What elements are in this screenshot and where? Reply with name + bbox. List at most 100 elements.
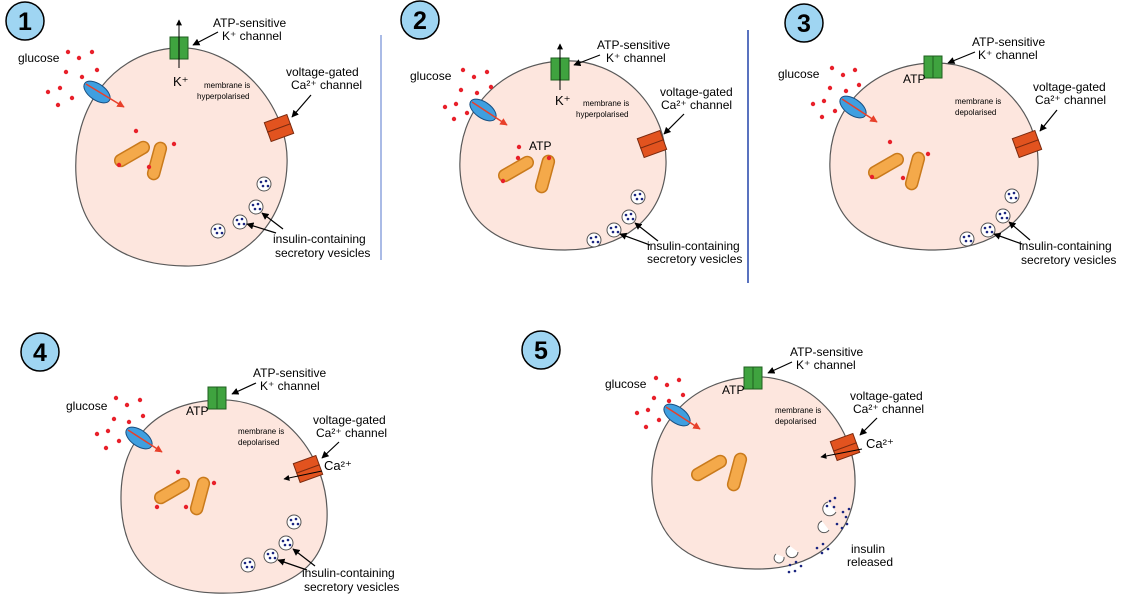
panel-number: 5: [534, 337, 548, 365]
released-insulin-granules: [787, 496, 851, 574]
panel-number: 4: [33, 339, 47, 367]
secretory-vesicles: [959, 188, 1020, 247]
pointer-arrow: [993, 232, 1023, 245]
beta-cell: [829, 62, 1039, 251]
glucose-molecules-inside: [116, 128, 177, 170]
calcium-channel: [263, 113, 295, 143]
atp-label: ATP: [722, 383, 744, 397]
pointer-arrow: [261, 212, 284, 230]
katp-channel-label-line2: K⁺ channel: [260, 379, 320, 393]
secretory-vesicles: [210, 176, 272, 239]
panel-number-badge: [400, 0, 440, 40]
membrane-state-line1: membrane is: [204, 81, 250, 90]
katp-channel-label-line1: ATP-sensitive: [597, 38, 670, 52]
katp-channel: [743, 366, 763, 390]
pointer-arrow: [619, 232, 651, 246]
glucose-transporter: [839, 95, 878, 123]
panel-5: 5 glucose ATP ATP-sensitive K⁺ channel m…: [521, 330, 924, 574]
glucose-molecules: [810, 65, 862, 120]
glucose-molecules: [94, 395, 146, 451]
pointer-arrow: [231, 382, 257, 395]
panel-1: 1 glucose K⁺ ATP-sensitive K⁺ channel me…: [5, 1, 370, 267]
calcium-channel: [1011, 129, 1043, 159]
membrane-state-line1: membrane is: [955, 97, 1001, 106]
glucose-molecules-inside: [869, 139, 931, 181]
calcium-ion-label: Ca²⁺: [324, 458, 352, 473]
glucose-label: glucose: [410, 69, 452, 83]
vesicle-label-line2: secretory vesicles: [304, 580, 399, 594]
beta-cell: [120, 399, 328, 594]
membrane-state-line2: depolarised: [238, 438, 279, 447]
calcium-channel-label-line2: Ca²⁺ channel: [316, 426, 387, 440]
atp-label: ATP: [186, 404, 208, 418]
katp-channel-label-line1: ATP-sensitive: [972, 35, 1045, 49]
calcium-channel-label-line1: voltage-gated: [286, 65, 359, 79]
katp-channel-label-line1: ATP-sensitive: [790, 345, 863, 359]
mitochondria: [153, 476, 211, 516]
katp-channel: [207, 386, 227, 410]
pointer-arrow: [192, 31, 219, 46]
pointer-arrow: [246, 222, 277, 234]
pointer-arrow: [663, 113, 685, 135]
glucose-transporter: [125, 426, 163, 453]
pointer-arrow: [277, 558, 308, 571]
pointer-arrow: [859, 417, 878, 436]
atp-label: ATP: [903, 72, 925, 86]
membrane-state-line1: membrane is: [238, 427, 284, 436]
pointer-arrow: [321, 441, 340, 459]
pointer-arrow: [634, 222, 659, 242]
membrane-state-line1: membrane is: [583, 99, 629, 108]
glucose-label: glucose: [66, 399, 108, 413]
potassium-ion-label: K⁺: [173, 74, 189, 89]
katp-channel-label-line1: ATP-sensitive: [213, 16, 286, 30]
mitochondria: [690, 452, 748, 492]
katp-channel-label-line2: K⁺ channel: [978, 48, 1038, 62]
calcium-channel-label-line1: voltage-gated: [1033, 80, 1106, 94]
glucose-molecules-inside: [154, 469, 217, 510]
katp-channel: [923, 55, 943, 79]
mitochondria: [497, 154, 556, 194]
membrane-state-line2: hyperpolarised: [197, 92, 249, 101]
calcium-channel: [820, 432, 863, 462]
panel-3: 3 glucose ATP ATP-sensitive K⁺ channel m…: [778, 3, 1116, 267]
calcium-channel: [636, 129, 668, 159]
pointer-arrow: [767, 361, 793, 374]
glucose-transporter: [83, 80, 125, 108]
vesicle-label-line1: insulin-containing: [273, 232, 366, 246]
membrane-state-line2: depolarised: [955, 108, 996, 117]
membrane-state-line2: hyperpolarised: [576, 110, 628, 119]
calcium-channel-label-line2: Ca²⁺ channel: [661, 98, 732, 112]
beta-cell: [75, 47, 288, 267]
pointer-arrow: [292, 548, 316, 567]
calcium-channel-label-line1: voltage-gated: [850, 389, 923, 403]
panel-number-badge: [784, 3, 824, 43]
secretory-vesicles: [240, 514, 302, 573]
glucose-label: glucose: [18, 51, 60, 65]
panel-number-badge: [20, 332, 60, 372]
vesicle-label-line1: insulin-containing: [1019, 239, 1112, 253]
membrane-state-line2: depolarised: [775, 417, 816, 426]
glucose-label: glucose: [778, 67, 820, 81]
katp-channel-label-line2: K⁺ channel: [222, 29, 282, 43]
panel-number-badge: [5, 1, 45, 41]
panel-number: 2: [413, 7, 427, 35]
panel-number: 3: [797, 10, 811, 38]
beta-cell: [459, 60, 667, 251]
glucose-molecules: [45, 49, 100, 108]
pointer-arrow: [573, 54, 601, 67]
calcium-ion-label: Ca²⁺: [866, 436, 894, 451]
katp-channel-label-line1: ATP-sensitive: [253, 366, 326, 380]
vesicle-label-line1: insulin-containing: [647, 239, 740, 253]
glucose-label: glucose: [605, 377, 647, 391]
secretory-vesicles: [586, 189, 646, 248]
katp-channel-label-line2: K⁺ channel: [606, 51, 666, 65]
vesicle-label-line2: secretory vesicles: [1021, 253, 1116, 267]
pointer-arrow: [1008, 221, 1031, 241]
calcium-channel-label-line1: voltage-gated: [660, 85, 733, 99]
exocytosis-pits: [773, 501, 837, 564]
vesicle-label-line2: secretory vesicles: [647, 252, 742, 266]
pointer-arrow: [947, 51, 976, 64]
vesicle-label-line2: secretory vesicles: [275, 246, 370, 260]
calcium-channel-label-line2: Ca²⁺ channel: [291, 78, 362, 92]
